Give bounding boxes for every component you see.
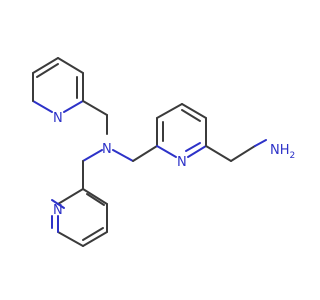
bond: [63, 100, 84, 113]
upper-pyridine-n: N: [53, 111, 63, 126]
nh2-text: NH: [270, 143, 290, 158]
bond: [82, 188, 108, 205]
bond: [57, 231, 84, 247]
bond: [230, 145, 256, 162]
bonds: [32, 57, 267, 247]
bond: [82, 149, 103, 162]
bond: [57, 188, 84, 205]
bond: [132, 145, 158, 162]
center-pyridine-n: N: [177, 155, 187, 170]
bond: [32, 57, 59, 74]
bond: [181, 109, 201, 122]
bond: [181, 103, 207, 119]
bond: [57, 57, 84, 74]
bond: [36, 63, 59, 78]
nh2-label: NH2: [270, 143, 295, 161]
bond: [187, 145, 207, 158]
bond: [32, 100, 53, 113]
atom-labels: NH2 N N N N: [53, 111, 295, 218]
bond: [57, 203, 65, 209]
bond: [205, 145, 232, 162]
amine-n: N: [102, 142, 112, 157]
bond: [254, 139, 267, 147]
bond: [86, 193, 105, 206]
structure-canvas: NH2 N N N N: [32, 57, 295, 247]
lower-pyridine-n: N: [53, 203, 63, 218]
bond: [82, 231, 108, 247]
bond: [82, 100, 108, 116]
bond: [112, 149, 134, 162]
bond: [51, 199, 59, 205]
bond: [185, 142, 201, 152]
bond: [156, 145, 177, 158]
bond: [156, 103, 183, 119]
nh2-subscript: 2: [290, 151, 296, 161]
bond: [82, 227, 104, 241]
